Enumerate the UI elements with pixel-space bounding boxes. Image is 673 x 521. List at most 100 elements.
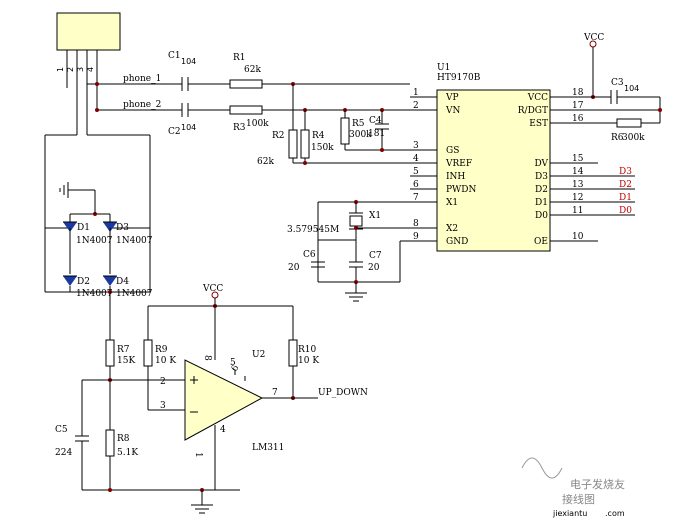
u1-pin-name: GND	[446, 237, 468, 247]
c3-ref: C3	[611, 78, 624, 88]
u1-pin-name: D1	[535, 198, 548, 208]
c7-ref: C7	[369, 251, 382, 261]
u1-pin-name: VREF	[445, 159, 472, 169]
phone-connector	[56, 12, 121, 51]
c5-val: 224	[55, 448, 72, 458]
r5-ref: R5	[352, 119, 365, 129]
u1-pin-name: VN	[445, 106, 460, 116]
output-label: D0	[619, 206, 632, 216]
d3-val: 1N4007	[116, 236, 153, 246]
c4-val: 181	[368, 129, 385, 139]
x1-ref: X1	[369, 211, 381, 221]
u1-pin-name: DV	[534, 159, 548, 169]
u1-pin-name: D3	[535, 172, 548, 182]
u2-pin3-label: 3	[160, 401, 166, 411]
u1-pin-name: VP	[445, 93, 459, 103]
u1-pin-number: 16	[572, 114, 584, 124]
u1-pin-number: 15	[572, 154, 584, 164]
u1-part: HT9170B	[437, 73, 481, 83]
u2-pin7-label: 7	[272, 388, 278, 398]
c3-val: 104	[624, 84, 639, 93]
r8-val: 5.1K	[117, 448, 138, 458]
connector-pins: 1 2 3 4	[56, 50, 98, 135]
crystal-network: X1 3.579545M C6 20 C7 20	[287, 200, 410, 302]
capacitor-c1: C1 104	[168, 51, 230, 91]
c1-ref: C1	[168, 51, 181, 61]
u1-pin-number: 6	[413, 180, 419, 190]
watermark-line3: jiexiantu	[552, 509, 587, 518]
c4-ref: C4	[369, 116, 382, 126]
net-phone2-label: phone_2	[123, 100, 161, 110]
u1-pin-number: 9	[413, 232, 419, 242]
u1-supply-network: VCC C3 104 R6 300k	[550, 33, 662, 143]
u2-ref: U2	[252, 350, 265, 360]
diode-bridge: D1 1N4007 D3 1N4007 D2 1N4007 D4 1N4007	[44, 134, 153, 299]
u1-pin-number: 4	[413, 154, 419, 164]
u1-pin-number: 7	[413, 193, 419, 203]
r10-val: 10 K	[298, 356, 319, 366]
c2-ref: C2	[168, 127, 181, 137]
u1-pin-name: PWDN	[446, 185, 477, 195]
d1-ref: D1	[77, 223, 90, 233]
d1-val: 1N4007	[76, 236, 113, 246]
conn-pin4-label: 4	[86, 67, 95, 72]
u2-part: LM311	[252, 443, 284, 453]
output-label: D1	[619, 193, 632, 203]
r4-ref: R4	[312, 131, 325, 141]
u1-pin-name: INH	[446, 172, 465, 182]
c7-val: 20	[368, 263, 380, 273]
watermark-line2: 接线图	[562, 492, 595, 506]
u1-pin-name: GS	[446, 146, 459, 156]
r9-val: 10 K	[155, 356, 176, 366]
comparator-section: VCC R7 15K R8 5.1K R9 10 K R10 10 K C5 2…	[55, 284, 368, 514]
u1-pin-name: D2	[535, 185, 548, 195]
u1-pin-number: 2	[413, 101, 419, 111]
x1-val: 3.579545M	[287, 225, 339, 235]
c5-ref: C5	[55, 425, 68, 435]
u2-pin5-label: 5	[230, 358, 236, 368]
r1-val: 62k	[244, 65, 261, 75]
u1-pin-number: 11	[572, 206, 583, 216]
u2-pin1-label: 1	[193, 452, 203, 458]
d3-ref: D3	[116, 223, 129, 233]
u1-pin-number: 13	[572, 180, 584, 190]
c6-ref: C6	[303, 250, 316, 260]
resistor-r3: R3 100k	[229, 105, 410, 133]
d2-val: 1N4007	[76, 289, 113, 299]
resistor-r1: R1 62k	[229, 53, 410, 89]
net-phone1-label: phone_1	[123, 74, 161, 84]
watermark-line4: .com	[605, 509, 625, 518]
r5-val: 300k	[349, 130, 372, 140]
u1-pin-number: 10	[572, 232, 584, 242]
u1-pin-name: X2	[446, 224, 458, 234]
u1-pin-number: 3	[413, 141, 419, 151]
u1-pin-number: 12	[572, 193, 583, 203]
output-label: D2	[619, 180, 632, 190]
r2-ref: R2	[272, 131, 285, 141]
r3-val: 100k	[246, 119, 269, 129]
r8-ref: R8	[117, 434, 130, 444]
conn-pin1-label: 1	[56, 67, 65, 72]
u1-pin-number: 18	[572, 88, 584, 98]
watermark-line1: 电子发烧友	[570, 477, 625, 491]
d2-ref: D2	[77, 277, 90, 287]
conn-pin2-label: 2	[66, 67, 75, 72]
r6-ref: R6	[611, 133, 624, 143]
u1-pin-name: R/DGT	[518, 106, 548, 116]
u1-pin-name: VCC	[527, 93, 548, 103]
output-label: D3	[619, 167, 632, 177]
phone-lines: phone_1 phone_2	[86, 74, 182, 135]
u2-pin6-label: 6	[230, 363, 242, 373]
u1-pin-number: 5	[413, 167, 419, 177]
u2-pin4-label: 4	[220, 425, 226, 435]
watermark: 电子发烧友 接线图 jiexiantu .com	[521, 457, 625, 518]
r2-val: 62k	[257, 157, 274, 167]
u1-pin-name: D0	[535, 211, 548, 221]
resistor-r5-capacitor-c4: R5 300k C4 181	[340, 108, 410, 152]
r4-val: 150k	[311, 143, 334, 153]
r7-val: 15K	[117, 356, 135, 366]
d4-val: 1N4007	[116, 289, 153, 299]
